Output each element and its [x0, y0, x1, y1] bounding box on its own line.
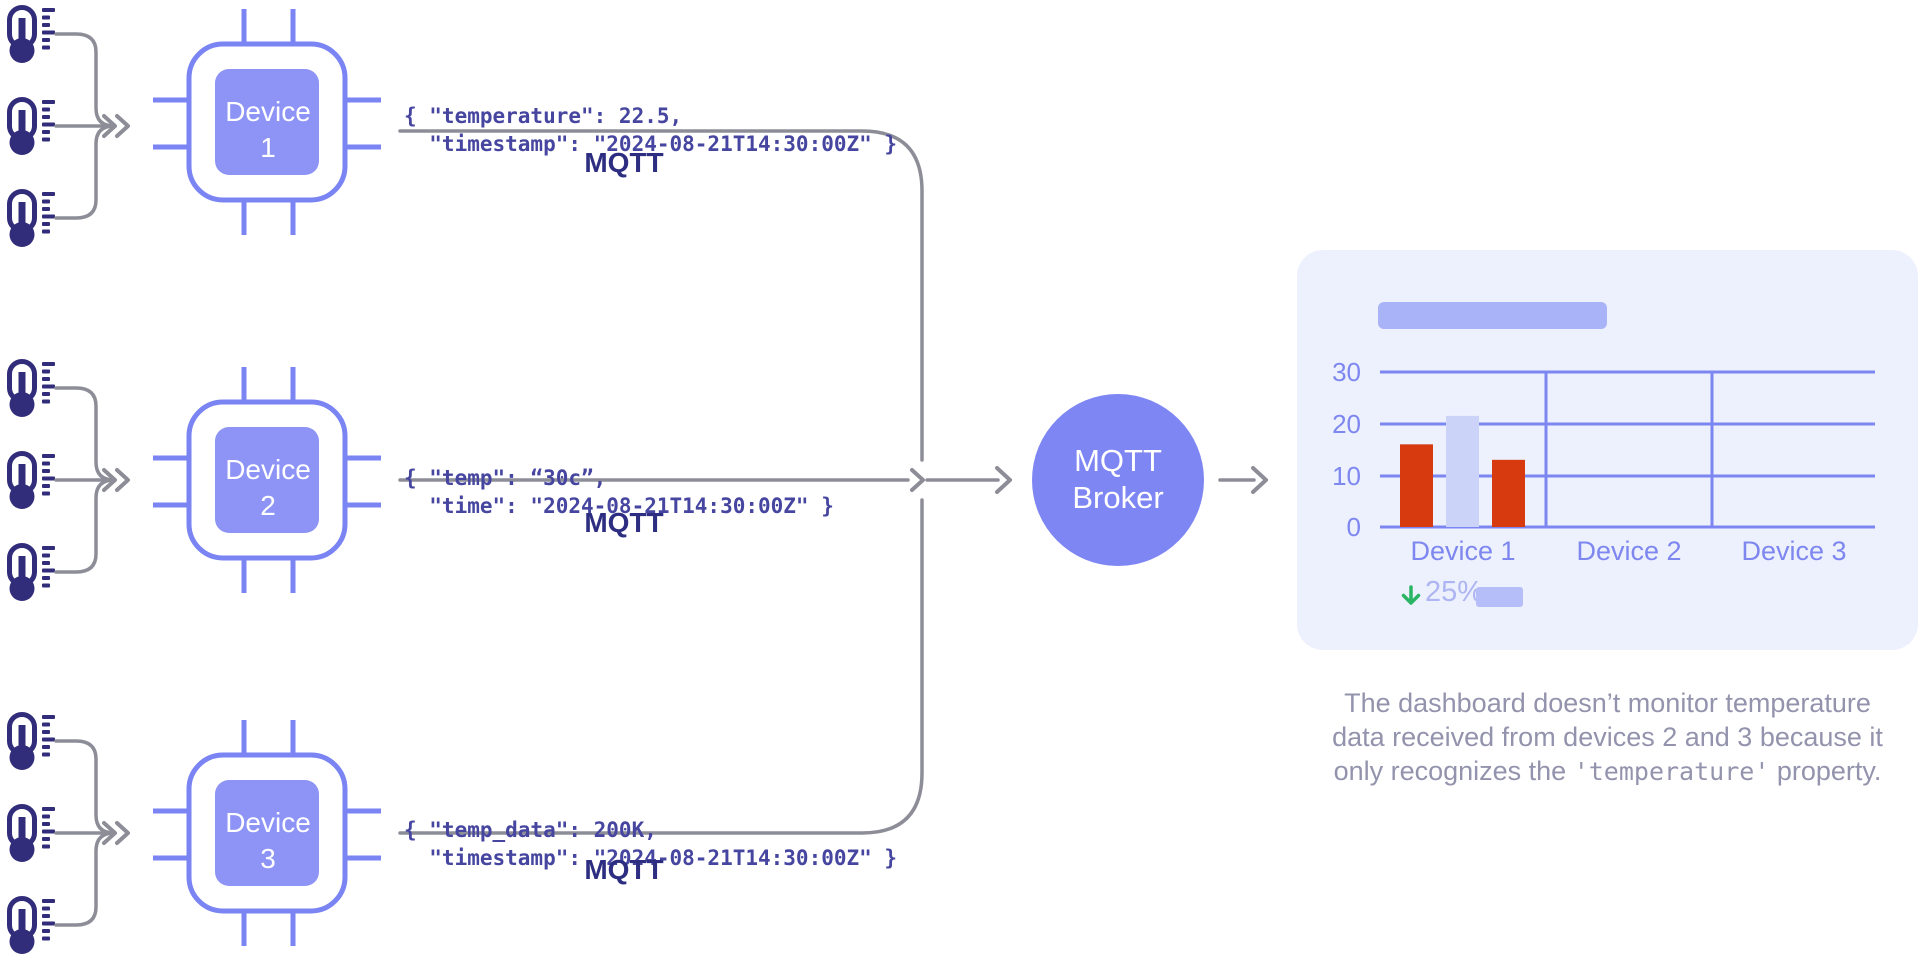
caption-line-1: The dashboard doesn’t monitor temperatur… — [1344, 688, 1871, 718]
mqtt-protocol-label-2: MQTT — [584, 507, 664, 538]
mqtt-broker-node — [1032, 394, 1204, 566]
sensor-group-3 — [10, 715, 130, 955]
caption-code-temperature: 'temperature' — [1573, 757, 1770, 786]
sensor-group-1 — [10, 8, 130, 248]
caption-line-3: only recognizes the 'temperature' proper… — [1333, 756, 1882, 786]
thermometer-icon — [10, 100, 56, 156]
caption-line-2: data received from devices 2 and 3 becau… — [1332, 722, 1883, 752]
thermometer-icon — [10, 546, 56, 602]
thermometer-icon — [10, 454, 56, 510]
kpi-value: 25% — [1425, 576, 1484, 608]
mqtt-protocol-label-3: MQTT — [584, 854, 664, 885]
thermometer-icon — [10, 715, 56, 771]
y-axis-tick: 10 — [1332, 461, 1361, 491]
merge-arrow-icon — [102, 114, 117, 138]
x-axis-label-device-3: Device 3 — [1741, 536, 1847, 566]
merge-arrow-icon — [115, 114, 130, 138]
flow-line-device-1 — [398, 129, 924, 462]
merge-arrow-icon — [102, 821, 117, 845]
sensor-merge-lines — [54, 739, 130, 927]
arrowhead-icon — [1251, 466, 1268, 494]
bar-device-1-2 — [1446, 415, 1479, 527]
sensor-merge-lines — [54, 386, 130, 574]
chart-title-placeholder — [1378, 302, 1607, 329]
caption-text: The dashboard doesn’t monitor temperatur… — [1297, 686, 1918, 789]
thermometer-icon — [10, 899, 56, 955]
y-axis-tick: 30 — [1332, 357, 1361, 387]
payload-device-3: { "temp_data": 200K, "timestamp": "2024-… — [404, 818, 898, 870]
chart-bars — [1400, 415, 1525, 527]
sensor-merge-lines — [54, 32, 130, 220]
mqtt-protocol-label-1: MQTT — [584, 147, 664, 178]
kpi-label-placeholder — [1476, 587, 1523, 607]
payload-device-1: { "temperature": 22.5, "timestamp": "202… — [404, 104, 898, 156]
sensor-group-2 — [10, 362, 130, 602]
arrowhead-icon — [995, 466, 1012, 494]
mqtt-flow-lines — [398, 129, 1268, 835]
bar-device-1-1 — [1400, 444, 1433, 527]
merge-arrow-icon — [115, 821, 130, 845]
x-axis-label-device-1: Device 1 — [1410, 536, 1516, 566]
y-axis-tick: 20 — [1332, 409, 1361, 439]
thermometer-icon — [10, 362, 56, 418]
temperature-bar-chart — [1380, 370, 1875, 529]
flow-line-device-3 — [398, 498, 924, 835]
thermometer-icon — [10, 192, 56, 248]
merge-arrow-icon — [910, 468, 925, 492]
thermometer-icon — [10, 807, 56, 863]
bar-device-1-3 — [1492, 459, 1525, 527]
dashboard-card: 30 20 10 0 Device 1 Device 2 Device 3 25… — [1297, 250, 1918, 650]
kpi-down-arrow-icon — [1401, 585, 1421, 605]
thermometer-icon — [10, 8, 56, 64]
y-axis-tick: 0 — [1346, 512, 1361, 542]
payload-device-2: { "temp": “30c”, "time": "2024-08-21T14:… — [404, 466, 834, 518]
merge-arrow-icon — [102, 468, 117, 492]
x-axis-label-device-2: Device 2 — [1576, 536, 1682, 566]
merge-arrow-icon — [115, 468, 130, 492]
